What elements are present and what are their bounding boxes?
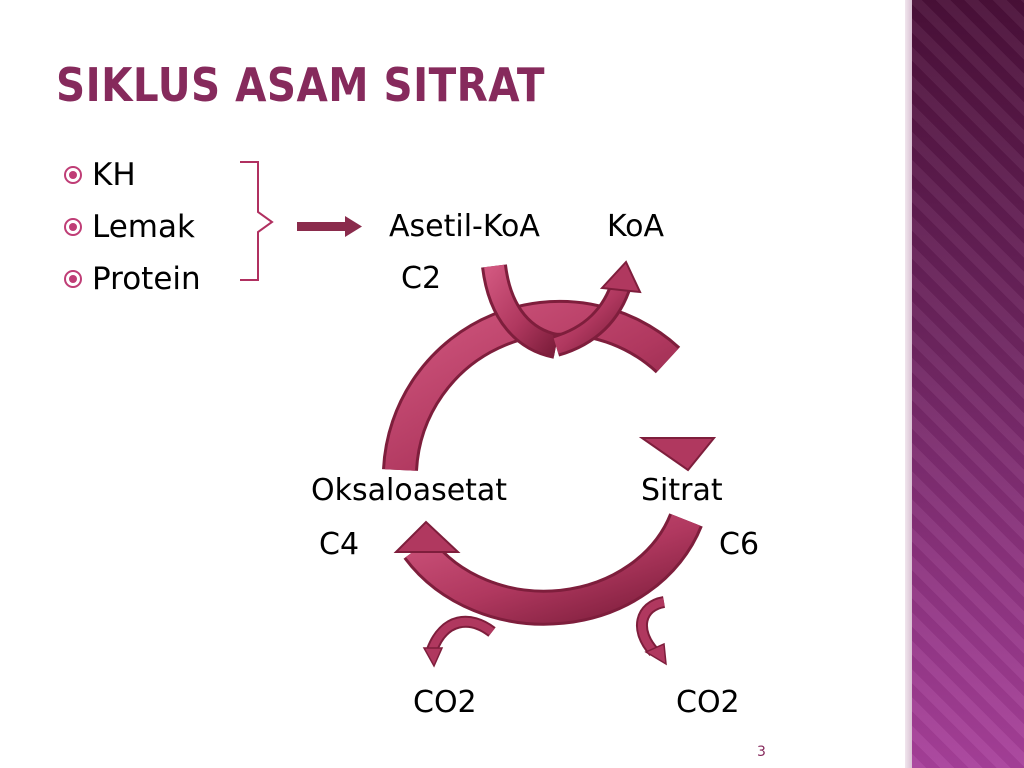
side-band-edge <box>905 0 912 768</box>
cycle-arrow-upper-icon <box>382 299 717 472</box>
bullet-label: KH <box>92 157 136 193</box>
acetyl-coa-label: Asetil-KoA <box>389 209 540 244</box>
co2-release-right-arrow-icon <box>636 596 667 666</box>
bullet-item-protein: Protein <box>60 259 201 311</box>
bullet-circle-icon <box>64 218 82 236</box>
decorative-side-band <box>912 0 1024 768</box>
acetyl-coa-entry-arrow-icon <box>481 264 560 359</box>
coa-exit-arrow-icon <box>552 260 642 357</box>
bullet-circle-icon <box>64 270 82 288</box>
bullet-label: Protein <box>92 261 201 297</box>
bullet-label: Lemak <box>92 209 195 245</box>
c4-label: C4 <box>319 527 360 562</box>
co2-right-label: CO2 <box>676 685 740 720</box>
bullet-circle-icon <box>64 166 82 184</box>
slide-title: SIKLUS ASAM SITRAT <box>56 58 545 112</box>
c2-label: C2 <box>401 261 442 296</box>
bullet-list: KH Lemak Protein <box>60 155 201 311</box>
bracket-icon <box>240 161 274 281</box>
right-arrow-icon <box>297 216 362 237</box>
co2-left-label: CO2 <box>413 685 477 720</box>
coa-label: KoA <box>607 209 665 244</box>
c6-label: C6 <box>719 527 760 562</box>
co2-release-left-arrow-icon <box>422 615 496 668</box>
bullet-item-lemak: Lemak <box>60 207 201 259</box>
cycle-arrow-lower-icon <box>393 512 703 626</box>
oxaloacetate-label: Oksaloasetat <box>311 473 508 508</box>
page-number: 3 <box>757 744 766 760</box>
bullet-item-kh: KH <box>60 155 201 207</box>
citrate-label: Sitrat <box>641 473 723 508</box>
